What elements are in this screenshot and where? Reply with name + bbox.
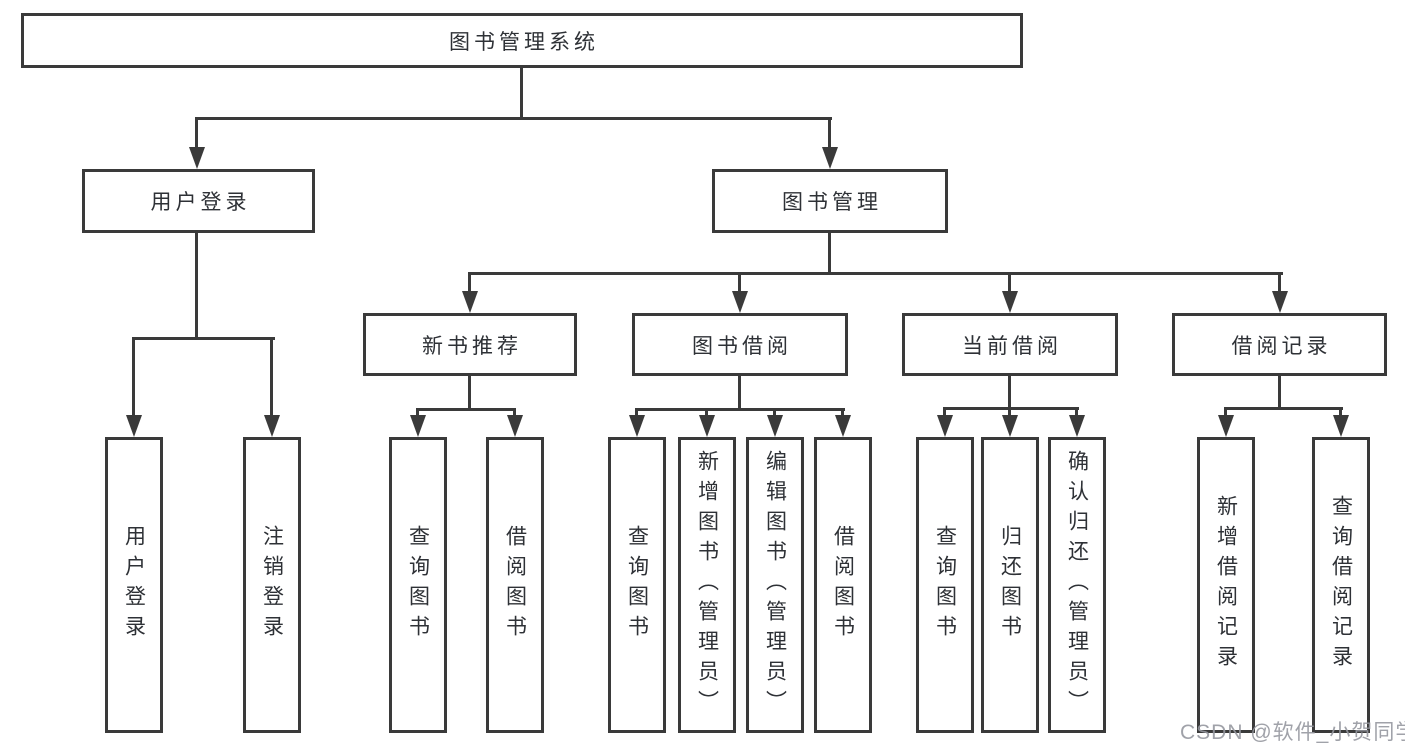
- leaf-add-borrow-record: 新增借阅记录: [1197, 437, 1255, 733]
- node-book-borrow: 图书借阅: [632, 313, 848, 376]
- connector-line: [738, 376, 741, 410]
- connector-line: [468, 376, 471, 410]
- connector-line: [943, 407, 1079, 410]
- node-label: 新增图书（管理员）: [695, 450, 719, 720]
- arrow-down-icon: [264, 415, 280, 437]
- node-label: 当前借阅: [962, 334, 1062, 358]
- arrow-down-icon: [699, 415, 715, 437]
- node-label: 注销登录: [260, 525, 284, 645]
- node-user-login: 用户登录: [82, 169, 315, 233]
- node-root: 图书管理系统: [21, 13, 1023, 68]
- connector-line: [773, 408, 776, 418]
- node-label: 查询图书: [933, 525, 957, 645]
- connector-line: [416, 408, 516, 411]
- connector-line: [1278, 272, 1281, 293]
- connector-line: [195, 233, 198, 337]
- arrow-down-icon: [126, 415, 142, 437]
- connector-line: [1008, 407, 1011, 418]
- connector-line: [468, 272, 1283, 275]
- node-label: 借阅图书: [503, 525, 527, 645]
- connector-line: [270, 337, 273, 417]
- leaf-return-books: 归还图书: [981, 437, 1039, 733]
- connector-line: [1339, 407, 1342, 418]
- leaf-borrow-books: 借阅图书: [814, 437, 872, 733]
- connector-line: [1224, 407, 1227, 418]
- connector-line: [513, 408, 516, 418]
- node-current-borrow: 当前借阅: [902, 313, 1118, 376]
- arrow-down-icon: [507, 415, 523, 437]
- arrow-down-icon: [835, 415, 851, 437]
- node-label: 查询图书: [625, 525, 649, 645]
- connector-line: [841, 408, 844, 418]
- arrow-down-icon: [462, 291, 478, 313]
- node-new-book-recommend: 新书推荐: [363, 313, 577, 376]
- leaf-logout: 注销登录: [243, 437, 301, 733]
- arrow-down-icon: [1069, 415, 1085, 437]
- node-label: 新书推荐: [422, 334, 522, 358]
- arrow-down-icon: [1002, 291, 1018, 313]
- node-label: 归还图书: [998, 525, 1022, 645]
- connector-line: [468, 272, 471, 293]
- arrow-down-icon: [629, 415, 645, 437]
- leaf-query-books: 查询图书: [608, 437, 666, 733]
- node-borrow-records: 借阅记录: [1172, 313, 1387, 376]
- connector-line: [1224, 407, 1343, 410]
- connector-line: [1008, 272, 1011, 293]
- connector-line: [1008, 376, 1011, 409]
- connector-line: [1075, 407, 1078, 418]
- arrow-down-icon: [1333, 415, 1349, 437]
- connector-line: [132, 337, 135, 417]
- leaf-query-books: 查询图书: [389, 437, 447, 733]
- arrow-down-icon: [410, 415, 426, 437]
- arrow-down-icon: [822, 147, 838, 169]
- connector-line: [705, 408, 708, 418]
- csdn-watermark: CSDN @软件_小贺同学: [1180, 721, 1405, 744]
- connector-line: [195, 117, 198, 149]
- leaf-confirm-return-admin: 确认归还（管理员）: [1048, 437, 1106, 733]
- leaf-query-books: 查询图书: [916, 437, 974, 733]
- node-label: 借阅图书: [831, 525, 855, 645]
- node-label: 用户登录: [150, 191, 251, 214]
- node-label: 图书管理系统: [449, 30, 599, 54]
- node-label: 查询图书: [406, 525, 430, 645]
- node-label: 新增借阅记录: [1214, 495, 1238, 675]
- leaf-query-borrow-record: 查询借阅记录: [1312, 437, 1370, 733]
- node-book-management: 图书管理: [712, 169, 948, 233]
- connector-line: [1278, 376, 1281, 409]
- leaf-edit-books-admin: 编辑图书（管理员）: [746, 437, 804, 733]
- arrow-down-icon: [767, 415, 783, 437]
- connector-line: [635, 408, 845, 411]
- connector-line: [943, 407, 946, 418]
- connector-line: [132, 337, 275, 340]
- arrow-down-icon: [937, 415, 953, 437]
- connector-line: [635, 408, 638, 418]
- arrow-down-icon: [1002, 415, 1018, 437]
- connector-line: [520, 68, 523, 117]
- leaf-borrow-books: 借阅图书: [486, 437, 544, 733]
- arrow-down-icon: [1218, 415, 1234, 437]
- node-label: 借阅记录: [1231, 334, 1332, 358]
- leaf-user-login: 用户登录: [105, 437, 163, 733]
- leaf-add-books-admin: 新增图书（管理员）: [678, 437, 736, 733]
- connector-line: [828, 117, 831, 149]
- node-label: 查询借阅记录: [1329, 495, 1353, 675]
- connector-line: [416, 408, 419, 418]
- arrow-down-icon: [189, 147, 205, 169]
- connector-line: [738, 272, 741, 293]
- node-label: 图书借阅: [692, 334, 792, 358]
- connector-line: [195, 117, 832, 120]
- node-label: 确认归还（管理员）: [1065, 450, 1089, 720]
- node-label: 编辑图书（管理员）: [763, 450, 787, 720]
- arrow-down-icon: [732, 291, 748, 313]
- node-label: 用户登录: [122, 525, 146, 645]
- connector-line: [828, 233, 831, 275]
- node-label: 图书管理: [782, 191, 882, 214]
- arrow-down-icon: [1272, 291, 1288, 313]
